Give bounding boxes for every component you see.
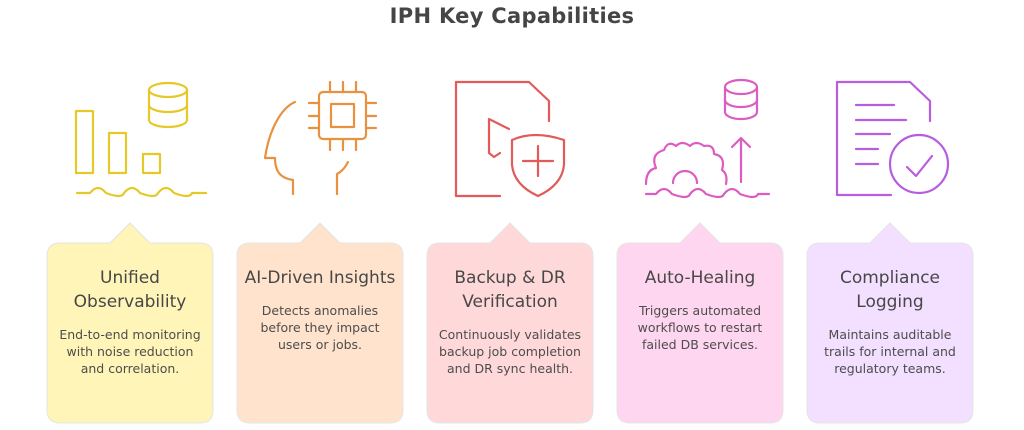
card-background <box>806 222 974 424</box>
capability-heading: Compliance Logging <box>839 268 941 312</box>
capability-card-ai-driven-insights: AI-Driven Insights Detects anomalies bef… <box>236 222 404 424</box>
card-background <box>236 222 404 424</box>
ai-head-chip-icon <box>253 70 403 210</box>
capability-card-compliance-logging: Compliance Logging Maintains auditable t… <box>806 222 974 424</box>
capability-card-backup-dr-verification: Backup & DR Verification Continuously va… <box>426 222 594 424</box>
card-background <box>426 222 594 424</box>
capability-heading: Auto-Healing <box>644 268 756 288</box>
capability-heading: Backup & DR Verification <box>454 268 566 312</box>
capability-heading: Unified Observability <box>73 268 187 312</box>
capability-description: End-to-end monitoring with noise reducti… <box>59 327 201 376</box>
document-shield-icon <box>444 70 594 210</box>
capability-card-unified-observability: Unified Observability End-to-end monitor… <box>46 222 214 424</box>
capability-description: Continuously validates backup job comple… <box>438 327 582 376</box>
card-background <box>616 222 784 424</box>
capability-description: Triggers automated workflows to restart … <box>637 303 763 352</box>
capability-description: Detects anomalies before they impact use… <box>260 303 380 352</box>
capability-description: Maintains auditable trails for internal … <box>824 327 956 376</box>
capability-card-auto-healing: Auto-Healing Triggers automated workflow… <box>616 222 784 424</box>
gear-database-arrow-icon <box>634 70 784 210</box>
document-checkmark-icon <box>826 70 976 210</box>
diagram-title: IPH Key Capabilities <box>389 4 635 28</box>
observability-chart-database-icon <box>55 70 208 210</box>
card-background <box>46 222 214 424</box>
capability-heading: AI-Driven Insights <box>244 268 396 288</box>
